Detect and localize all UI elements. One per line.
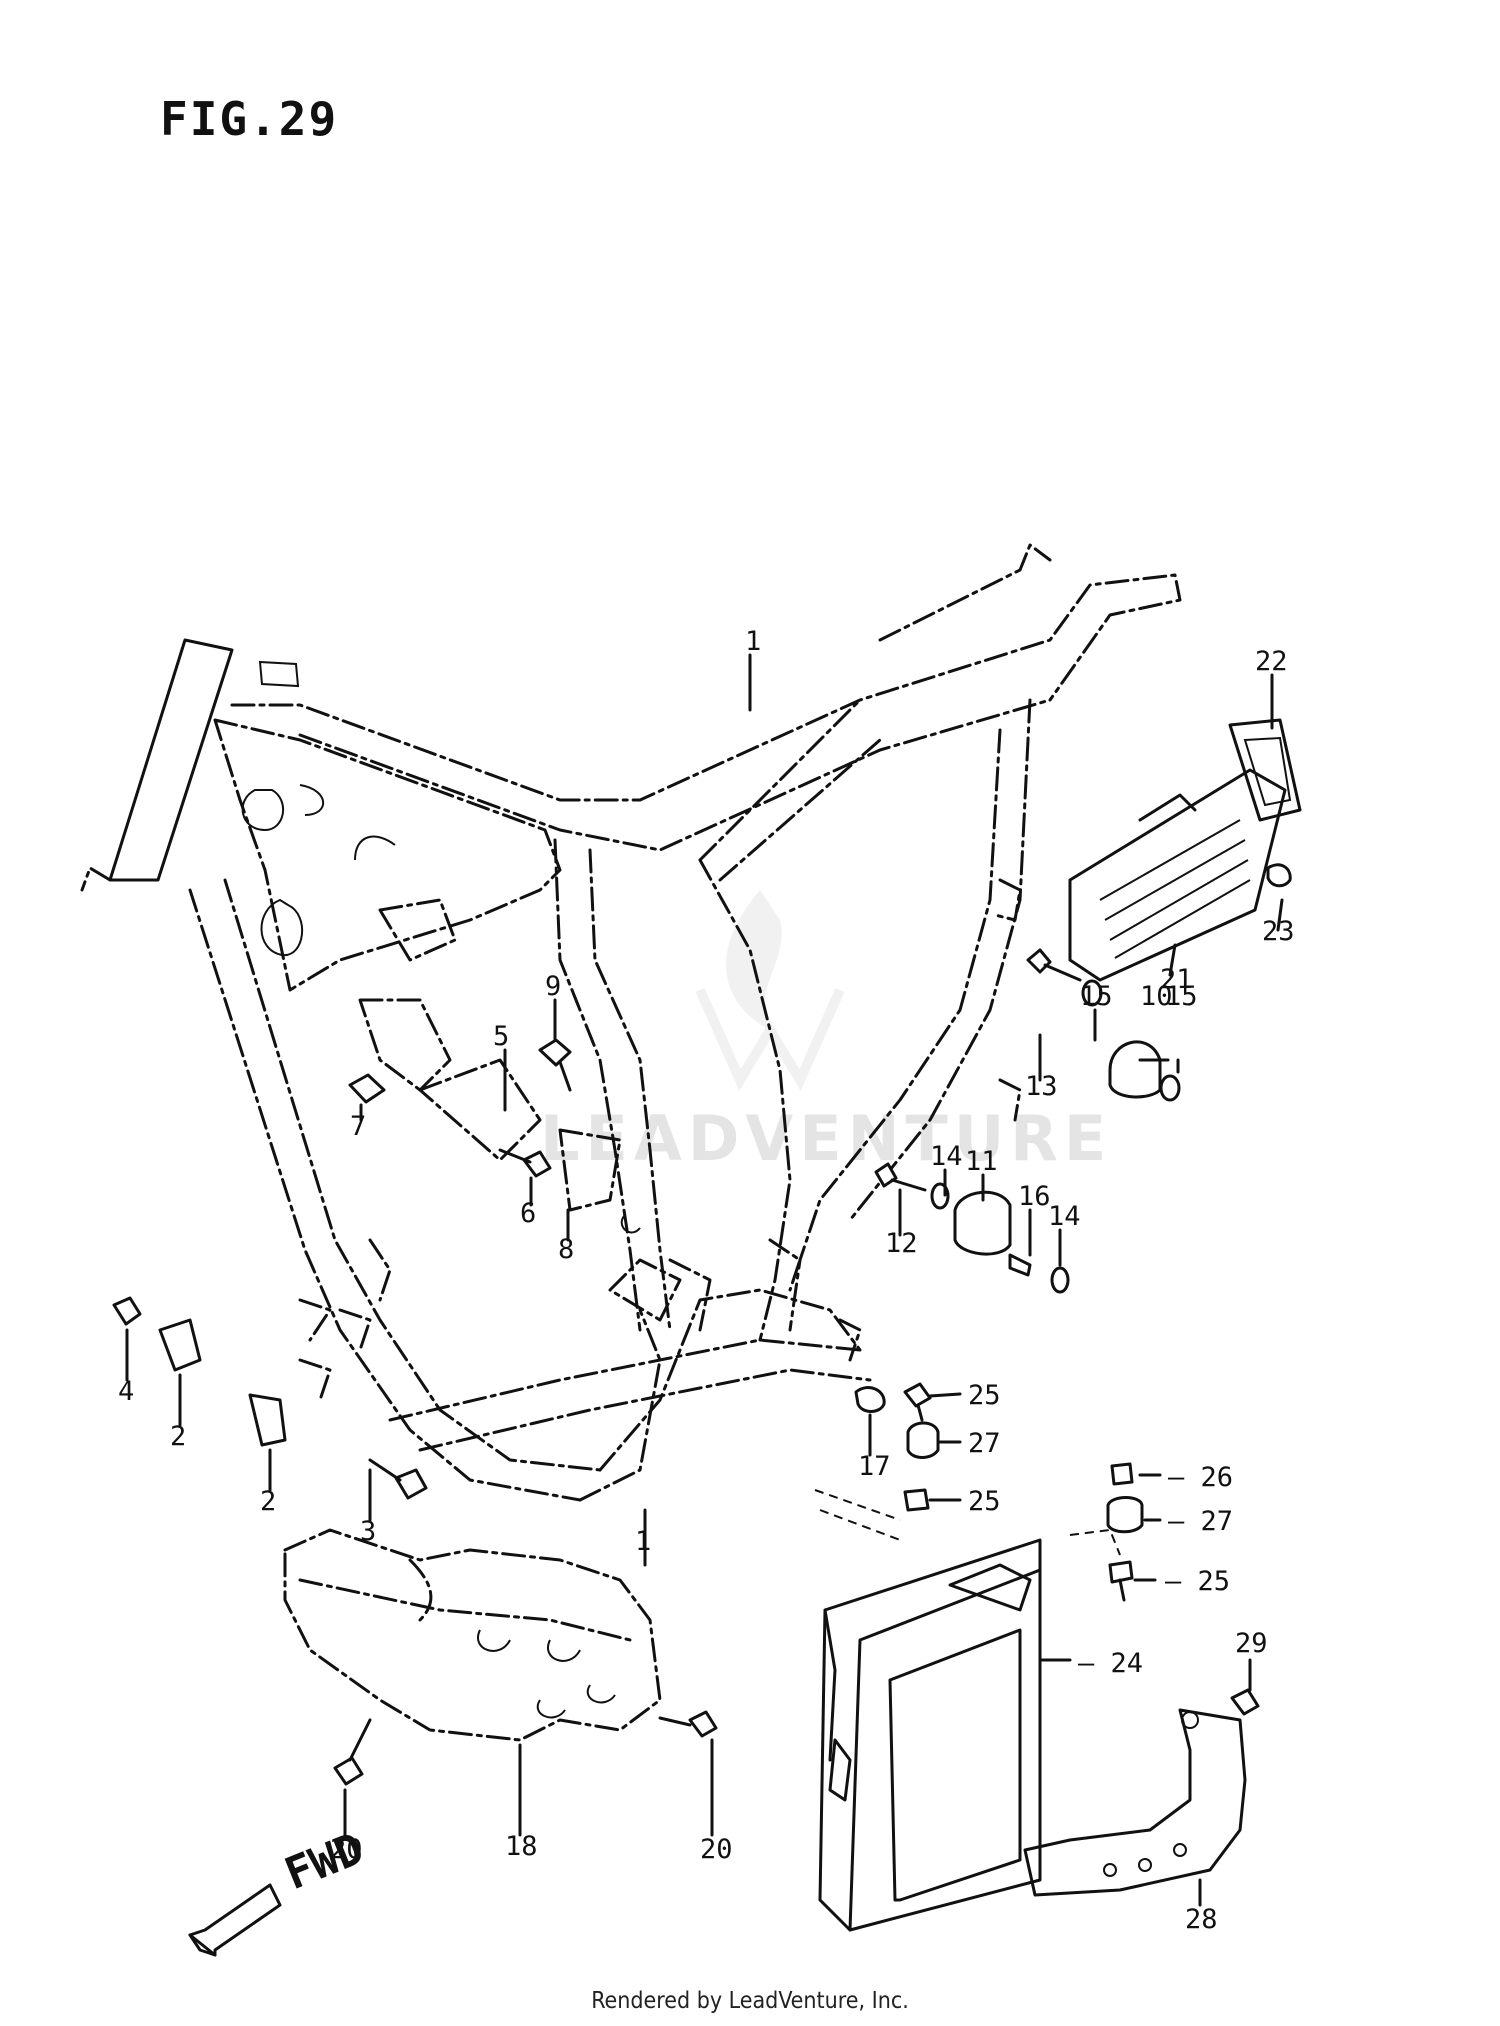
callout-18: 18 bbox=[505, 1831, 538, 1862]
callout-1: 1 bbox=[745, 626, 761, 657]
callout-8: 8 bbox=[558, 1234, 574, 1265]
callout-5: 5 bbox=[493, 1021, 509, 1052]
callout-15: 15 bbox=[1165, 981, 1198, 1012]
callout-11: 11 bbox=[965, 1146, 998, 1177]
reservoir-cover bbox=[1068, 718, 1302, 982]
callout-21: 21 bbox=[1160, 964, 1193, 995]
callout-27: 27 bbox=[968, 1428, 1001, 1459]
callout-17: 17 bbox=[858, 1451, 891, 1482]
callout-23: 23 bbox=[1262, 916, 1295, 947]
watermark-text: LEADVENTURE bbox=[540, 1102, 1112, 1175]
callout-10: 10 bbox=[1140, 981, 1173, 1012]
callout-22: 22 bbox=[1255, 646, 1288, 677]
callout-6: 6 bbox=[520, 1198, 536, 1229]
footer-credit: Rendered by LeadVenture, Inc. bbox=[591, 1988, 909, 2014]
callout-2: 2 bbox=[170, 1421, 186, 1452]
forward-arrow-icon bbox=[188, 1883, 282, 1957]
callout-25: 25 bbox=[968, 1380, 1001, 1411]
forward-direction: FWD bbox=[188, 1823, 371, 1957]
callout-9: 9 bbox=[545, 971, 561, 1002]
callout-24: – 24 bbox=[1078, 1648, 1143, 1679]
callout-28: 28 bbox=[1185, 1904, 1218, 1935]
skid-plate bbox=[283, 1528, 662, 1742]
callout-20: 20 bbox=[700, 1834, 733, 1865]
hardware-parts bbox=[112, 863, 1292, 1786]
callout-25: 25 bbox=[968, 1486, 1001, 1517]
callout-27: – 27 bbox=[1168, 1506, 1233, 1537]
frame-assembly bbox=[80, 543, 1182, 1502]
callout-25: – 25 bbox=[1165, 1566, 1230, 1597]
callout-29: 29 bbox=[1235, 1628, 1268, 1659]
watermark-logo-icon bbox=[695, 890, 845, 1091]
leader-lines bbox=[125, 653, 1284, 1907]
callout-26: – 26 bbox=[1168, 1462, 1233, 1493]
callout-16: 16 bbox=[1018, 1181, 1051, 1212]
callout-3: 3 bbox=[360, 1516, 376, 1547]
callout-12: 12 bbox=[885, 1228, 918, 1259]
callout-1: 1 bbox=[635, 1526, 651, 1557]
radiator bbox=[814, 1489, 1042, 1932]
callout-14: 14 bbox=[1048, 1201, 1081, 1232]
callout-2: 2 bbox=[260, 1486, 276, 1517]
callout-4: 4 bbox=[118, 1376, 134, 1407]
figure-title: FIG.29 bbox=[160, 92, 339, 146]
callout-20: 20 bbox=[330, 1834, 363, 1865]
callout-15: 15 bbox=[1080, 981, 1113, 1012]
callout-13: 13 bbox=[1025, 1071, 1058, 1102]
callout-7: 7 bbox=[350, 1111, 366, 1142]
callout-14: 14 bbox=[930, 1141, 963, 1172]
radiator-bracket bbox=[1023, 1708, 1247, 1897]
